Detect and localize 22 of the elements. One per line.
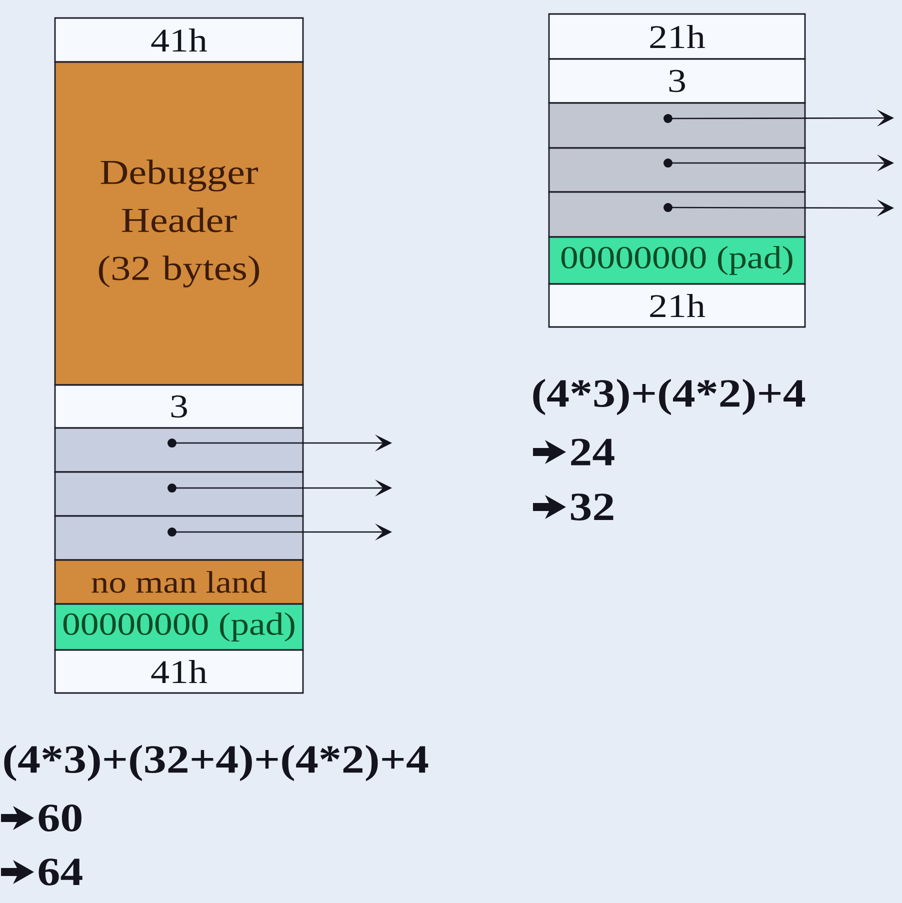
header-block: Debugger Header (32 bytes): [54, 61, 304, 386]
pointer-cell: [548, 147, 806, 193]
pointer-cell: [54, 515, 304, 561]
memory-cell: 00000000 (pad): [54, 603, 304, 651]
memory-cell: 41h: [54, 17, 304, 63]
result-text: 24: [571, 438, 614, 466]
result-text: 60: [38, 804, 82, 832]
memory-cell: 21h: [548, 283, 806, 328]
memory-cell: 41h: [54, 649, 304, 694]
memory-cell: 00000000 (pad): [548, 236, 806, 285]
memory-cell: 3: [548, 58, 806, 104]
memory-cell: no man land: [54, 559, 304, 605]
memory-cell: 3: [54, 384, 304, 429]
memory-cell: 21h: [548, 13, 806, 60]
pointer-cell: [54, 471, 304, 517]
pointer-cell: [54, 427, 304, 473]
result-text: 32: [570, 494, 614, 520]
pointer-cell: [548, 102, 806, 149]
formula-text: (4*3)+(32+4)+(4*2)+4: [4, 744, 428, 782]
result-text: 64: [38, 858, 82, 886]
formula-text: (4*3)+(4*2)+4: [533, 378, 806, 416]
pointer-cell: [548, 191, 806, 238]
